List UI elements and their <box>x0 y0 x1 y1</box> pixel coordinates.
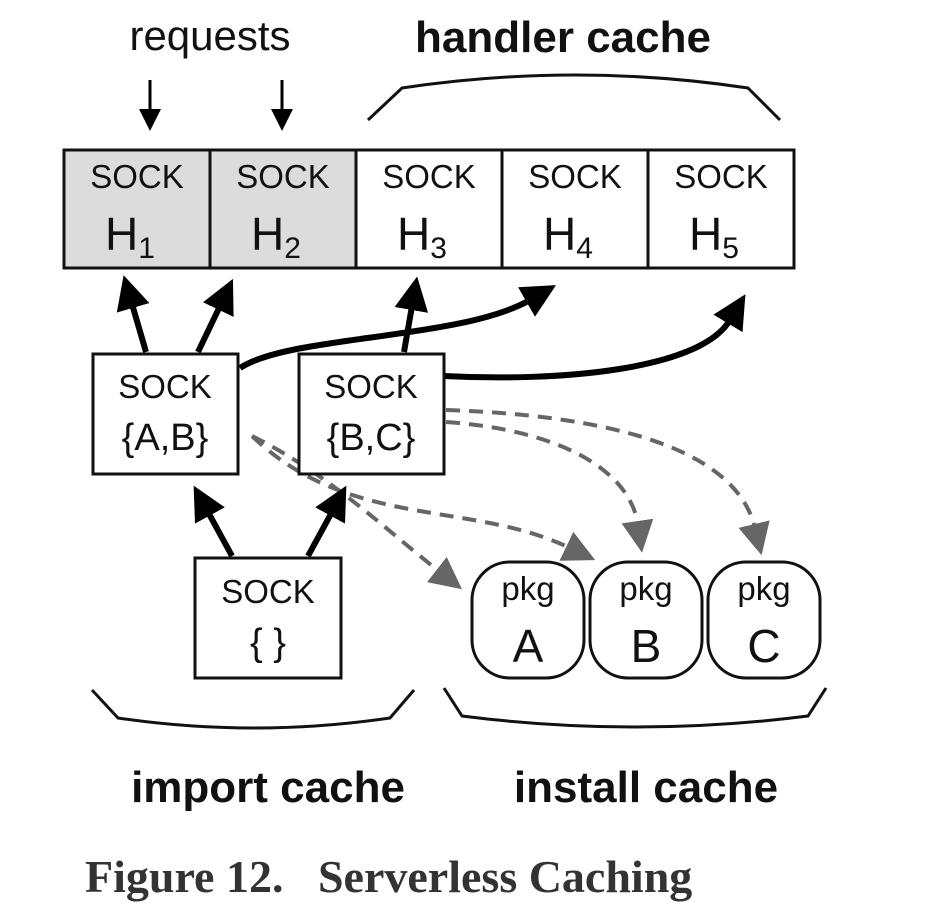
handler-h4 <box>500 148 650 270</box>
handler-h5-name: H5 <box>689 208 739 265</box>
handler-h3-name: H3 <box>397 208 447 265</box>
handler-cache-brace <box>366 73 782 122</box>
handler-h2 <box>208 148 358 270</box>
arrow-ab-to-h2 <box>195 278 234 354</box>
package-b-name: B <box>631 620 662 672</box>
package-c-name: C <box>747 620 780 672</box>
handler-h2-tag: SOCK <box>236 158 330 195</box>
requests-label: requests <box>129 12 290 59</box>
dashed-arrow-ab-to-pkg-a <box>251 434 463 590</box>
package-a-name: A <box>513 620 544 672</box>
install-cache-label: install cache <box>514 763 778 812</box>
import-node-ab-tag: SOCK <box>118 368 212 405</box>
import-node-bc-name: {B,C} <box>327 417 416 459</box>
arrow-ab-to-h4 <box>238 285 557 371</box>
handler-h1-name: H1 <box>105 208 155 265</box>
install-dependency-arrows <box>250 408 770 590</box>
package-c-tag: pkg <box>737 570 790 607</box>
dashed-arrow-bc-to-pkg-b <box>445 420 654 553</box>
arrow-root-to-bc <box>305 485 347 558</box>
import-inheritance-arrows <box>116 275 746 558</box>
import-node-root-name: { } <box>250 622 286 664</box>
package-c <box>706 560 822 680</box>
handler-h3 <box>354 148 504 270</box>
install-cache-brace <box>442 687 828 729</box>
import-node-bc <box>297 352 446 476</box>
import-cache-brace <box>90 688 416 730</box>
arrow-bc-to-h3 <box>394 276 429 353</box>
handler-h4-tag: SOCK <box>528 158 622 195</box>
arrow-root-to-ab <box>193 485 235 558</box>
handler-h3-tag: SOCK <box>382 158 476 195</box>
import-cache-label: import cache <box>131 763 405 812</box>
import-node-ab <box>91 352 240 476</box>
dashed-arrow-ab-to-pkg-b <box>250 434 596 561</box>
handler-h5-tag: SOCK <box>674 158 768 195</box>
import-node-root-tag: SOCK <box>221 573 315 610</box>
package-b <box>588 560 704 680</box>
package-a-tag: pkg <box>501 570 554 607</box>
install-packages: pkg A pkg B pkg C <box>470 560 822 680</box>
handler-h4-name: H4 <box>543 208 593 265</box>
handler-row: SOCK SOCK SOCK SOCK SOCK H1 H2 H3 H4 H5 <box>62 148 796 270</box>
import-node-bc-tag: SOCK <box>324 368 418 405</box>
request-arrows <box>139 80 293 131</box>
import-node-ab-name: {A,B} <box>122 417 209 459</box>
figure-caption: Figure 12. Serverless Caching <box>85 851 692 902</box>
arrow-bc-to-h5 <box>443 294 746 381</box>
arrow-ab-to-h1 <box>116 275 150 353</box>
import-node-root <box>193 556 343 680</box>
handler-h1-tag: SOCK <box>90 158 184 195</box>
package-a <box>470 560 586 680</box>
handler-cache-label: handler cache <box>415 13 711 62</box>
handler-h2-name: H2 <box>251 208 301 265</box>
handler-h5 <box>646 148 796 270</box>
import-nodes: SOCK {A,B} SOCK {B,C} SOCK { } <box>91 352 446 680</box>
dashed-arrow-bc-to-pkg-c <box>445 408 770 556</box>
package-b-tag: pkg <box>619 570 672 607</box>
